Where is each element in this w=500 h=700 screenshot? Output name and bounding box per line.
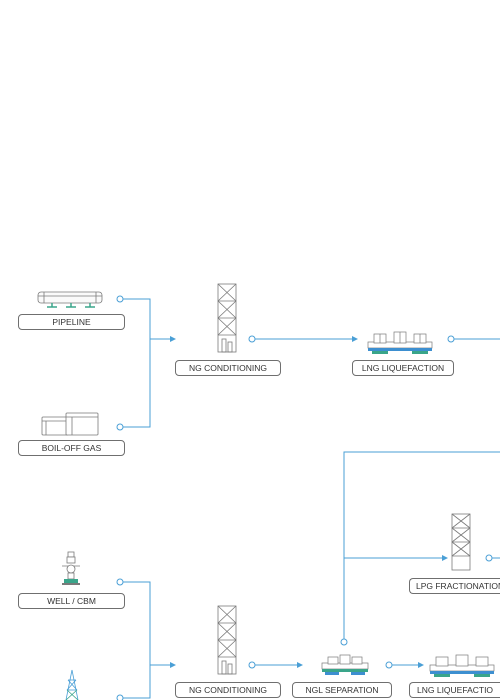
- connector-point: [116, 578, 124, 586]
- flow-boiloff-to-merge: [123, 339, 151, 428]
- lng-liquefaction-label: LNG LIQUEFACTION: [352, 360, 454, 376]
- liquefaction-plant-icon: [367, 331, 433, 354]
- pipeline-icon: [37, 291, 103, 308]
- connector-points: [116, 295, 493, 700]
- ng-conditioning-label: NG CONDITIONING: [175, 360, 281, 376]
- well-cbm-label: WELL / CBM: [18, 593, 125, 609]
- connector-point: [248, 335, 256, 343]
- wellhead-icon: [62, 551, 80, 585]
- conditioning-tower-icon: [217, 283, 237, 353]
- arrow-head: [297, 662, 303, 668]
- arrow-heads: [170, 336, 448, 668]
- arrow-head: [352, 336, 358, 342]
- lng-liquefaction-label: LNG LIQUEFACTIO: [409, 682, 500, 698]
- arrow-head: [170, 336, 176, 342]
- connector-point: [485, 554, 493, 562]
- ngl-separation-label: NGL SEPARATION: [292, 682, 392, 698]
- boil-off-gas-label: BOIL-OFF GAS: [18, 440, 125, 456]
- arrow-head: [418, 662, 424, 668]
- connector-point: [340, 638, 348, 646]
- connector-point: [447, 335, 455, 343]
- conditioning-tower-icon: [217, 605, 237, 675]
- connector-point: [248, 661, 256, 669]
- connector-point: [116, 694, 124, 700]
- connector-point: [385, 661, 393, 669]
- flow-lines: [123, 298, 500, 699]
- storage-tanks-icon: [41, 412, 99, 436]
- derrick-icon: [65, 669, 79, 700]
- arrow-head: [170, 662, 176, 668]
- flow-pipeline-to-merge: [123, 298, 170, 340]
- separation-plant-icon: [321, 654, 369, 675]
- flow-well-to-merge: [123, 581, 170, 666]
- connector-point: [116, 295, 124, 303]
- flow-ngl-up-loop: [343, 451, 500, 639]
- pipeline-label: PIPELINE: [18, 314, 125, 330]
- ng-conditioning-label: NG CONDITIONING: [175, 682, 281, 698]
- flow-platform-to-merge: [123, 665, 151, 699]
- lpg-fractionation-label: LPG FRACTIONATION: [409, 578, 500, 594]
- fractionation-tower-icon: [451, 513, 471, 571]
- liquefaction-plant-icon: [429, 654, 495, 677]
- arrow-head: [442, 555, 448, 561]
- connector-point: [116, 423, 124, 431]
